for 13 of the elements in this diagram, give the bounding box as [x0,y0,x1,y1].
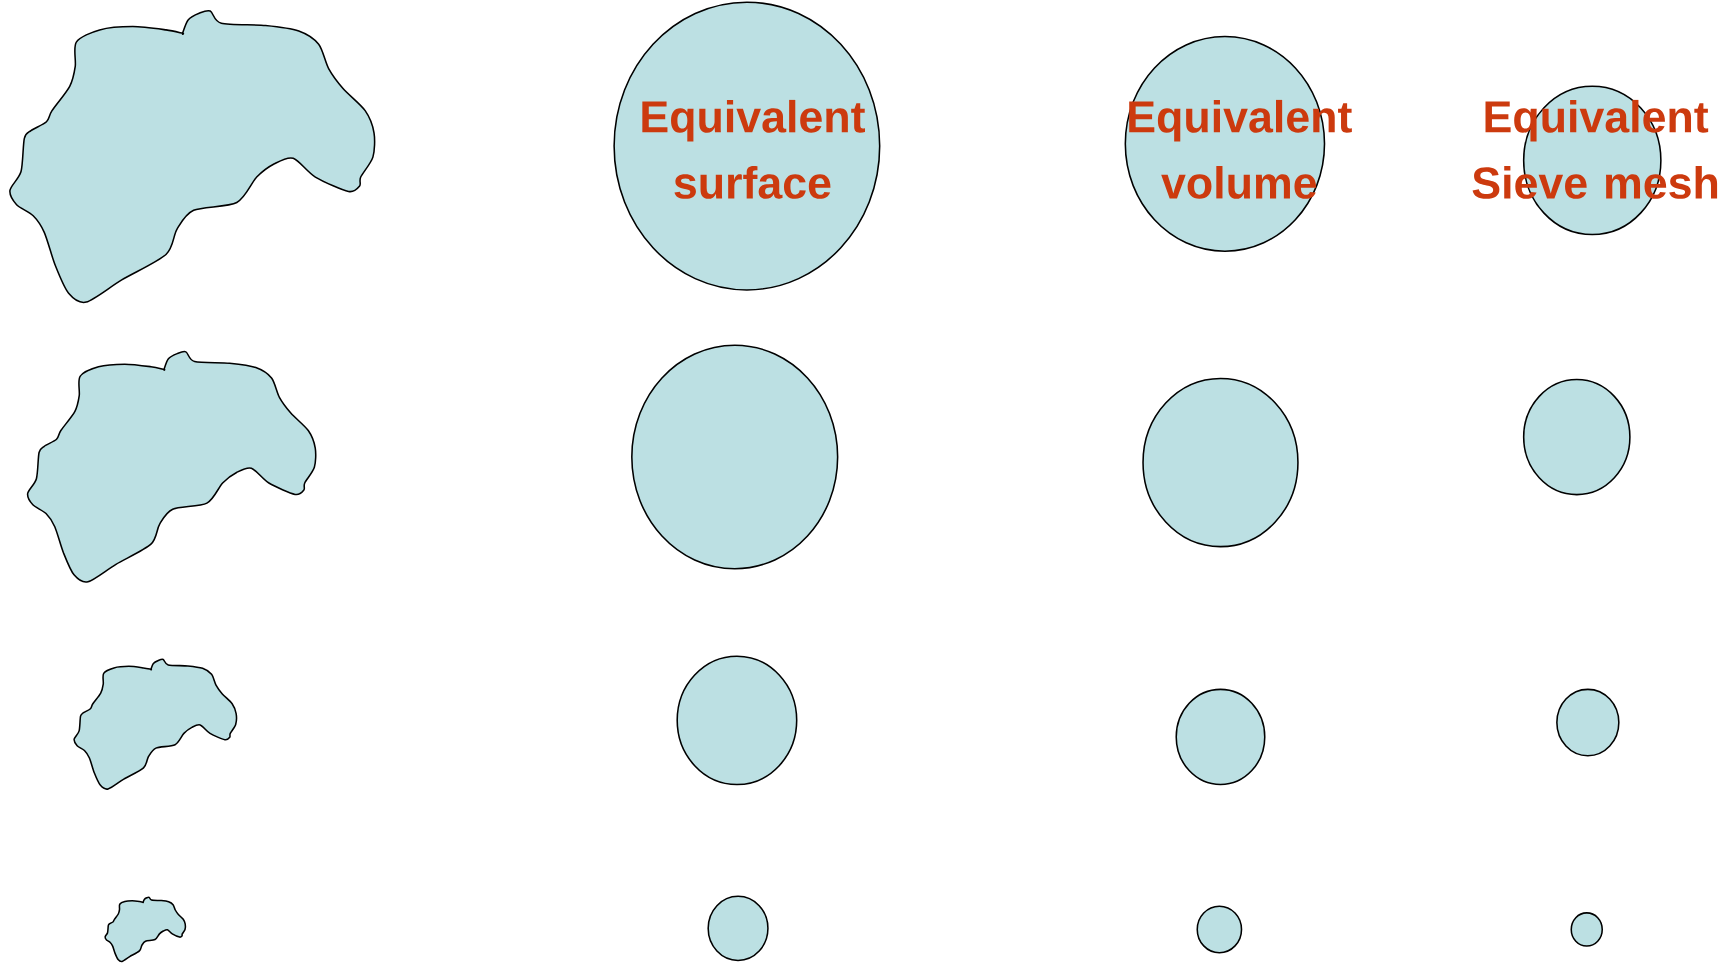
particle-shape [73,658,238,790]
circle [676,655,798,786]
particle-shape [104,896,187,963]
particle-shape [9,10,376,304]
circle [1570,912,1603,947]
circle [1142,377,1299,548]
circle [1175,688,1266,786]
circle [1556,688,1620,757]
particle-shape [26,350,317,583]
circle [631,344,839,570]
circle [1522,378,1631,496]
circle [707,895,769,962]
circle [1196,905,1243,954]
